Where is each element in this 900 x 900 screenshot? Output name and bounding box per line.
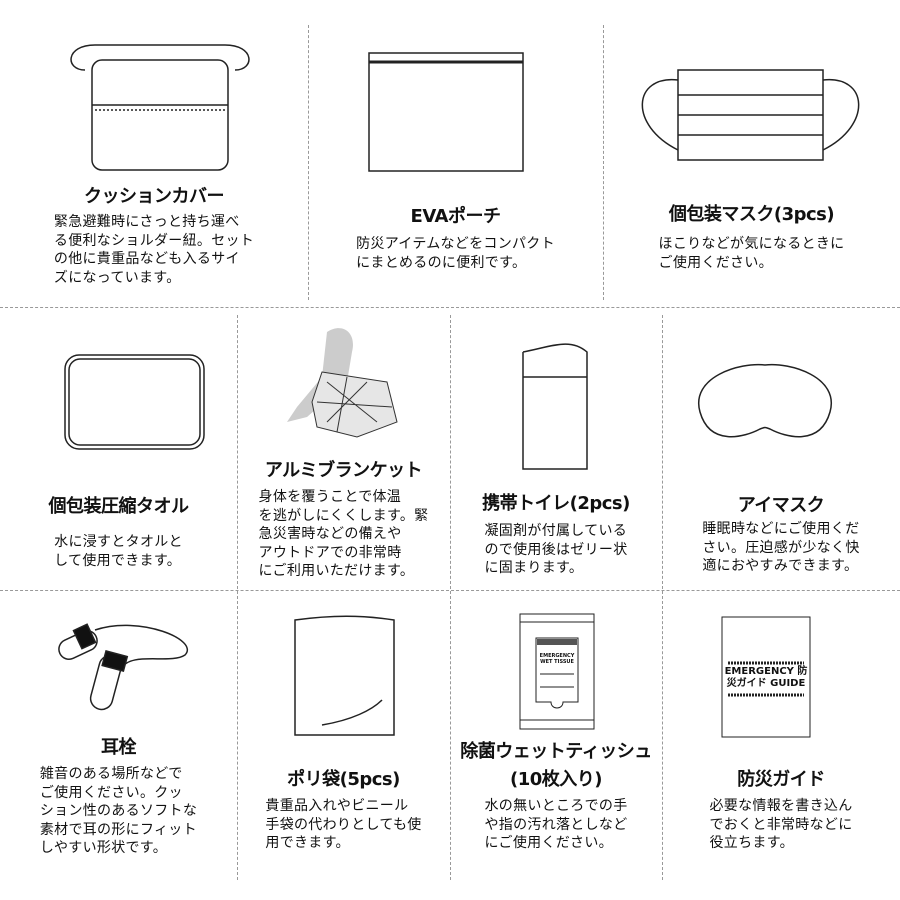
item-title: 個包装マスク(3pcs)	[668, 204, 835, 225]
wet-tissue-icon	[519, 613, 595, 730]
item-description: 身体を覆うことで体温 を逃がしにくくします。緊 急災害時などの備えや アウトドア…	[258, 489, 429, 579]
item-title: 除菌ウェットティッシュ (10枚入り)	[460, 741, 652, 790]
mask-icon	[641, 69, 860, 161]
item-description: 凝固剤が付属している ので使用後はゼリー状 に固まります。	[484, 523, 628, 576]
divider	[237, 315, 238, 880]
eye-mask-icon	[697, 363, 833, 438]
item-title: 個包装圧縮タオル	[48, 496, 190, 517]
item-title: EVAポーチ	[410, 206, 501, 227]
item-cushion-cover: クッションカバー 緊急避難時にさっと持ち運べ る便利なショルダー紐。セット の他…	[0, 0, 308, 307]
item-description: ほこりなどが気になるときに ご使用ください。	[658, 236, 845, 271]
item-eye-mask: アイマスク 睡眠時などにご使用くだ さい。圧迫感が少なく快 適におやすみできます…	[662, 307, 900, 590]
compressed-towel-icon	[64, 354, 205, 450]
item-description: 防災アイテムなどをコンパクト にまとめるのに便利です。	[356, 236, 555, 271]
item-title: アルミブランケット	[264, 460, 423, 481]
item-description: 水の無いところでの手 や指の汚れ落としなど にご使用ください。	[484, 798, 628, 851]
wet-tissue-package-text: EMERGENCY WET TISSUE	[539, 653, 575, 665]
item-title: アイマスク	[737, 495, 825, 516]
plastic-bag-icon	[294, 615, 395, 736]
item-plastic-bag: ポリ袋(5pcs) 貴重品入れやビニール 手袋の代わりとしても使 用できます。	[237, 590, 450, 900]
eva-pouch-icon	[368, 52, 524, 172]
item-mask: 個包装マスク(3pcs) ほこりなどが気になるときに ご使用ください。	[603, 0, 900, 307]
item-guide: EMERGENCY 防災ガイド GUIDE 防災ガイド 必要な情報を書き込ん で…	[662, 590, 900, 900]
item-title: 防災ガイド	[737, 769, 825, 790]
portable-toilet-icon	[522, 343, 588, 470]
divider	[662, 315, 663, 880]
item-earplugs: 耳栓 雑音のある場所などで ご使用ください。クッ ション性のあるソフトな 素材で…	[0, 590, 237, 900]
item-toilet: 携帯トイレ(2pcs) 凝固剤が付属している ので使用後はゼリー状 に固まります…	[450, 307, 662, 590]
emergency-guide-icon	[721, 616, 811, 738]
divider	[450, 315, 451, 880]
item-title: ポリ袋(5pcs)	[287, 769, 400, 790]
item-description: 必要な情報を書き込ん でおくと非常時などに 役立ちます。	[709, 798, 853, 851]
item-title: クッションカバー	[84, 186, 225, 207]
aluminum-blanket-icon	[287, 328, 398, 438]
item-title: 耳栓	[101, 737, 137, 758]
item-eva-pouch: EVAポーチ 防災アイテムなどをコンパクト にまとめるのに便利です。	[308, 0, 603, 307]
item-blanket: アルミブランケット 身体を覆うことで体温 を逃がしにくくします。緊 急災害時など…	[237, 307, 450, 590]
divider	[0, 307, 900, 308]
guide-cover-text: EMERGENCY 防災ガイド GUIDE	[724, 666, 808, 689]
divider	[603, 25, 604, 300]
earplugs-icon	[58, 623, 188, 711]
item-description: 睡眠時などにご使用くだ さい。圧迫感が少なく快 適におやすみできます。	[702, 521, 860, 574]
item-towel: 個包装圧縮タオル 水に浸すとタオルと して使用できます。	[0, 307, 237, 590]
item-description: 貴重品入れやビニール 手袋の代わりとしても使 用できます。	[265, 798, 422, 851]
item-title: 携帯トイレ(2pcs)	[482, 493, 630, 514]
item-description: 雑音のある場所などで ご使用ください。クッ ション性のあるソフトな 素材で耳の形…	[39, 766, 198, 856]
item-wet-tissue: EMERGENCY WET TISSUE 除菌ウェットティッシュ (10枚入り)…	[450, 590, 662, 900]
divider	[308, 25, 309, 300]
item-description: 水に浸すとタオルと して使用できます。	[54, 534, 183, 569]
item-description: 緊急避難時にさっと持ち運べ る便利なショルダー紐。セット の他に貴重品なども入る…	[53, 214, 255, 286]
cushion-cover-bag-icon	[70, 44, 250, 171]
